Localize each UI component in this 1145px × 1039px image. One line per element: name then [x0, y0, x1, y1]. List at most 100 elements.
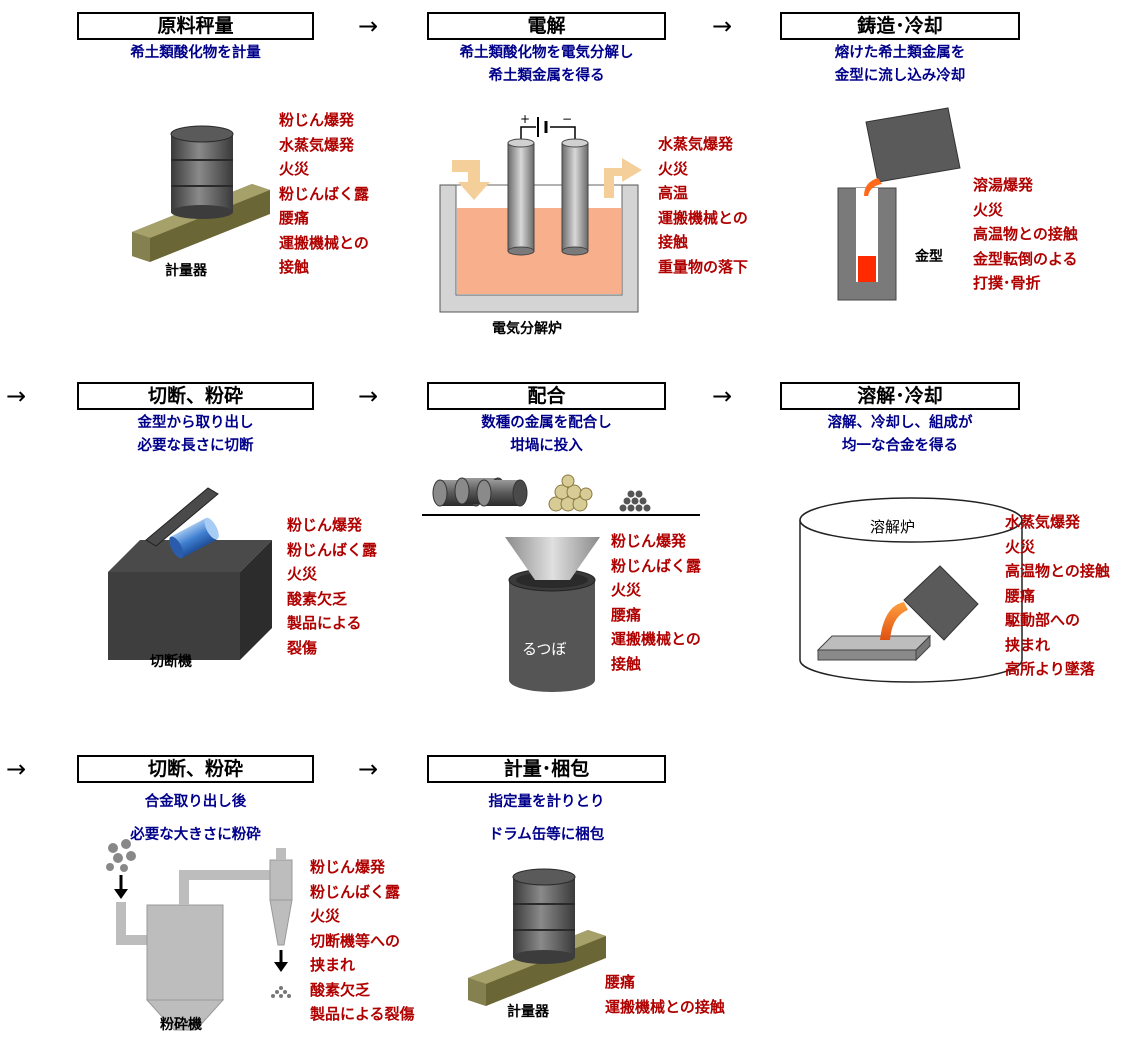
description-line: 金型に流し込み冷却	[834, 68, 966, 84]
flow-arrow: →	[6, 755, 27, 783]
equipment-label: 粉砕機	[160, 1017, 202, 1033]
step-description: 数種の金属を配合し 坩堝に投入	[427, 412, 666, 458]
step-description: 合金取り出し後 必要な大きさに粉砕	[77, 786, 314, 852]
hazard-item: 酸素欠乏	[287, 589, 348, 608]
description-line: 数種の金属を配合し	[481, 415, 612, 431]
equipment-label: 電気分解炉	[492, 321, 562, 337]
description-line: 坩堝に投入	[510, 438, 583, 454]
hazard-item: 粉じんばく露	[310, 882, 401, 901]
description-line: 均一な合金を得る	[842, 438, 958, 454]
hazard-item: 運搬機械との	[658, 208, 748, 227]
hazard-list: 水蒸気爆発 火災 高温 運搬機械との 接触 重量物の落下	[658, 132, 748, 279]
hazard-item: 製品による	[287, 614, 362, 632]
hazard-item: 挟まれ	[310, 956, 356, 974]
hazard-item: 火災	[1005, 537, 1036, 556]
description-line: 必要な大きさに粉砕	[130, 827, 261, 843]
hazard-item: 水蒸気爆発	[658, 135, 734, 153]
hazard-list: 腰痛 運搬機械との接触	[605, 970, 725, 1019]
hazard-item: 粉じんばく露	[611, 556, 702, 575]
hazard-item: 接触	[611, 654, 642, 673]
hazard-item: 水蒸気爆発	[1005, 513, 1081, 531]
description-line: 希土類酸化物を電気分解し	[459, 45, 634, 61]
hazard-item: 火災	[658, 159, 689, 178]
hazard-list: 溶湯爆発 火災 高温物との接触 金型転倒のよる 打撲･骨折	[973, 173, 1078, 296]
hazard-item: 腰痛	[1005, 586, 1036, 605]
description-line: 指定量を計りとり	[488, 794, 605, 810]
hazard-item: 酸素欠乏	[310, 980, 371, 999]
hazard-item: 腰痛	[611, 605, 642, 624]
hazard-item: 駆動部への	[1005, 611, 1081, 629]
equipment-label: 金型	[915, 249, 943, 265]
hazard-item: 高温物との接触	[1005, 562, 1110, 580]
description-line: 熔けた希土類金属を	[834, 45, 966, 61]
equipment-label: 溶解炉	[870, 518, 916, 536]
cutting-machine-illustration	[108, 487, 272, 660]
hazard-item: 溶湯爆発	[973, 176, 1034, 194]
step-title: 溶解･冷却	[780, 382, 1020, 410]
step-description: 熔けた希土類金属を 金型に流し込み冷却	[780, 42, 1020, 88]
hazard-item: 運搬機械との接触	[605, 997, 725, 1016]
equipment-label: 計量器	[507, 1004, 549, 1020]
equipment-label: るつぼ	[522, 640, 567, 658]
hazard-item: 粉じん爆発	[279, 111, 355, 129]
hazard-item: 火災	[287, 565, 318, 583]
flow-arrow: →	[712, 382, 733, 410]
hazard-item: 腰痛	[605, 973, 636, 991]
step-description: 希土類酸化物を計量	[77, 42, 314, 65]
description-line: 希土類酸化物を計量	[130, 45, 261, 61]
flow-arrow: →	[6, 382, 27, 410]
step-description: 指定量を計りとり ドラム缶等に梱包	[427, 786, 666, 852]
hazard-item: 高温	[658, 184, 689, 202]
step-description: 溶解、冷却し、組成が 均一な合金を得る	[780, 412, 1020, 458]
hazard-item: 運搬機械との	[611, 630, 701, 648]
hazard-item: 火災	[310, 907, 341, 925]
step-title: 配合	[427, 382, 666, 410]
hazard-item: 重量物の落下	[658, 257, 749, 276]
description-line: 必要な長さに切断	[137, 438, 254, 454]
step-title: 計量･梱包	[427, 755, 666, 783]
flow-arrow: →	[712, 12, 733, 40]
hazard-item: 打撲･骨折	[973, 274, 1041, 292]
hazard-item: 火災	[279, 160, 310, 178]
flow-arrow: →	[358, 382, 379, 410]
hazard-item: 運搬機械との	[279, 233, 369, 252]
hazard-item: 粉じん爆発	[287, 516, 363, 534]
hazard-item: 高所より墜落	[1005, 660, 1095, 678]
flow-arrow: →	[358, 755, 379, 783]
hazard-item: 粉じん爆発	[611, 532, 687, 550]
flow-arrow: →	[358, 12, 379, 40]
casting-mold-illustration	[837, 107, 961, 301]
equipment-label: 切断機	[150, 654, 192, 670]
description-line: 合金取り出し後	[144, 794, 247, 810]
hazard-item: 火災	[973, 200, 1004, 219]
hazard-item: 水蒸気爆発	[279, 135, 355, 154]
svg-text:−: −	[562, 112, 572, 126]
hazard-item: 高温物との接触	[973, 225, 1078, 243]
equipment-label: 計量器	[165, 263, 207, 279]
hazard-item: 接触	[279, 258, 310, 276]
step-title: 切断、粉砕	[77, 382, 314, 410]
hazard-list: 粉じん爆発 粉じんばく露 火災 酸素欠乏 製品による 裂傷	[287, 513, 377, 660]
packing-scale-illustration	[468, 868, 606, 1006]
hazard-item: 粉じん爆発	[310, 858, 386, 876]
description-line: 金型から取り出し	[137, 415, 254, 431]
step-title: 原料秤量	[77, 12, 314, 40]
hazard-item: 接触	[658, 233, 689, 251]
step-description: 希土類酸化物を電気分解し 希土類金属を得る	[427, 42, 666, 88]
description-line: ドラム缶等に梱包	[488, 827, 605, 843]
pulverizer-illustration	[106, 839, 293, 1031]
hazard-item: 粉じんばく露	[279, 184, 370, 203]
hazard-item: 製品による裂傷	[310, 1005, 415, 1023]
description-line: 希土類金属を得る	[488, 68, 605, 84]
hazard-item: 腰痛	[279, 209, 310, 227]
electrolysis-furnace-illustration: + −	[439, 112, 642, 313]
hazard-item: 裂傷	[287, 638, 318, 657]
description-line: 溶解、冷却し、組成が	[827, 415, 973, 431]
step-description: 金型から取り出し 必要な長さに切断	[77, 412, 314, 458]
hazard-list: 粉じん爆発 粉じんばく露 火災 切断機等への 挟まれ 酸素欠乏 製品による裂傷	[310, 855, 415, 1027]
step-title: 電解	[427, 12, 666, 40]
svg-text:+: +	[520, 112, 530, 126]
scale-with-drum-illustration	[132, 125, 270, 262]
